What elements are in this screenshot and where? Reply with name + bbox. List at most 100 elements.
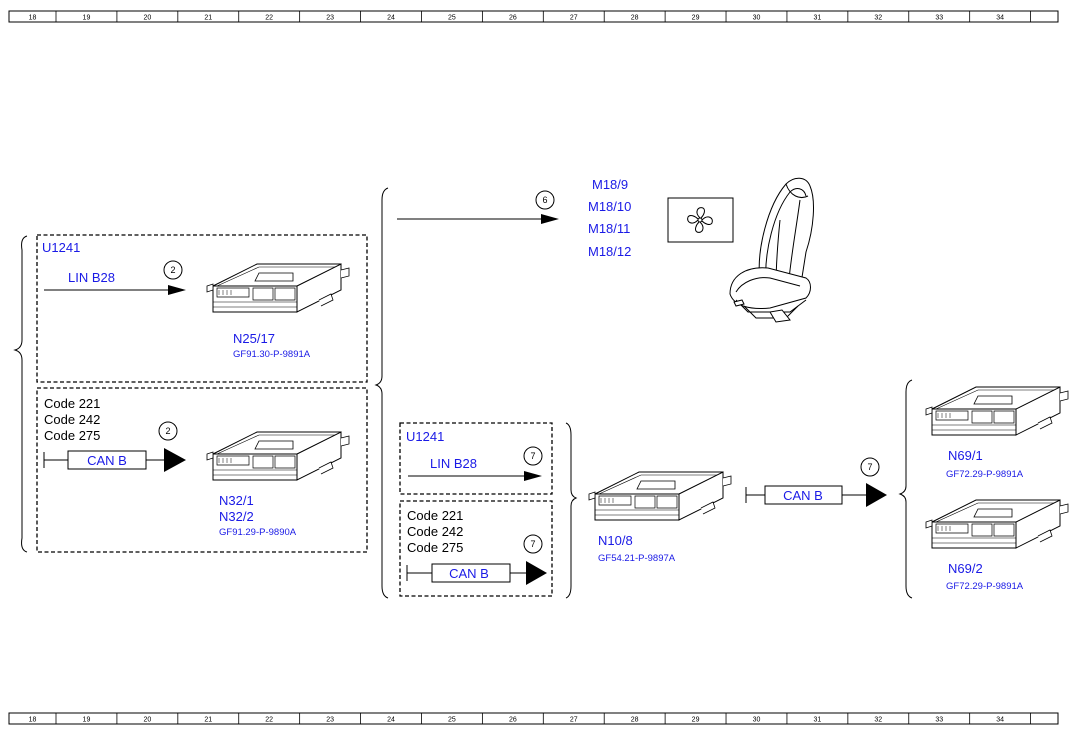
step-number: 2 bbox=[165, 426, 170, 436]
ruler-cell-label: 23 bbox=[326, 15, 334, 22]
module-ref: GF54.21-P-9897A bbox=[598, 553, 676, 564]
ruler-cell-label: 21 bbox=[204, 15, 212, 22]
left-group-brace bbox=[13, 235, 28, 553]
ruler-cell-label: 19 bbox=[83, 15, 91, 22]
right-module-1: N69/1 GF72.29-P-9891A bbox=[925, 386, 1069, 480]
ruler-cell-label: 34 bbox=[996, 15, 1004, 22]
module-id: N25/17 bbox=[233, 331, 275, 346]
middle-brace bbox=[374, 187, 389, 599]
bus-label: CAN B bbox=[87, 453, 127, 468]
module-ref: GF91.30-P-9891A bbox=[233, 349, 311, 360]
module-id: N32/2 bbox=[219, 509, 254, 524]
ruler-cell-label: 29 bbox=[692, 15, 700, 22]
seat-motor-label: M18/11 bbox=[588, 221, 630, 236]
ruler-cell-label: 18 bbox=[29, 717, 37, 724]
middle-right-brace bbox=[565, 422, 578, 599]
ruler-cell-label: 30 bbox=[753, 15, 761, 22]
ruler-cell-label: 27 bbox=[570, 15, 578, 22]
lin-module-box: U1241 LIN B28 2 N25/17 GF91.30-P-9891A bbox=[36, 234, 368, 383]
ruler-cell-label: 25 bbox=[448, 15, 456, 22]
module-id: N69/2 bbox=[948, 561, 983, 576]
bus-box bbox=[67, 450, 147, 470]
ruler-cell-label: 31 bbox=[813, 15, 821, 22]
seat-link: 6 bbox=[397, 190, 559, 224]
ruler-cell-label: 27 bbox=[570, 717, 578, 724]
control-module-icon bbox=[206, 431, 350, 481]
box-title: U1241 bbox=[406, 429, 444, 444]
center-module: N10/8 GF54.21-P-9897A bbox=[588, 471, 732, 564]
ruler-cell-label: 29 bbox=[692, 717, 700, 724]
module-ref: GF72.29-P-9891A bbox=[946, 581, 1024, 592]
ruler-cell-label: 32 bbox=[874, 15, 882, 22]
module-id: N32/1 bbox=[219, 493, 254, 508]
ruler-cell-label: 21 bbox=[204, 717, 212, 724]
bus-label: CAN B bbox=[783, 488, 823, 503]
arrow-head-icon bbox=[524, 471, 542, 481]
step-circle bbox=[523, 534, 543, 554]
ruler-cell-label: 32 bbox=[874, 717, 882, 724]
fan-icon bbox=[667, 197, 734, 243]
code-label: Code 221 bbox=[407, 508, 463, 523]
right-can-link: CAN B 7 bbox=[745, 457, 887, 507]
control-module-icon bbox=[925, 386, 1069, 436]
ruler-cell-label: 33 bbox=[935, 15, 943, 22]
arrow-head-icon bbox=[168, 285, 186, 295]
step-circle bbox=[158, 421, 178, 441]
arrow-head-icon bbox=[541, 214, 559, 224]
step-circle bbox=[163, 260, 183, 280]
code-label: Code 221 bbox=[44, 396, 100, 411]
bus-label: LIN B28 bbox=[430, 456, 477, 471]
seat-motor-label: M18/12 bbox=[588, 244, 631, 259]
ruler-cell-label: 28 bbox=[631, 15, 639, 22]
can-module-box: Code 221 Code 242 Code 275 CAN B 2 N32/1… bbox=[36, 387, 368, 553]
module-id: N69/1 bbox=[948, 448, 983, 463]
ruler-cell-label: 24 bbox=[387, 717, 395, 724]
code-label: Code 242 bbox=[44, 412, 100, 427]
ruler-cell-label: 25 bbox=[448, 717, 456, 724]
step-number: 7 bbox=[530, 451, 535, 461]
control-module-icon bbox=[588, 471, 732, 521]
module-ref: GF72.29-P-9891A bbox=[946, 469, 1024, 480]
ruler-cell-label: 28 bbox=[631, 717, 639, 724]
step-circle bbox=[535, 190, 555, 210]
bus-label: LIN B28 bbox=[68, 270, 115, 285]
bus-label: CAN B bbox=[449, 566, 489, 581]
step-number: 2 bbox=[170, 265, 175, 275]
ruler-cell-label: 26 bbox=[509, 15, 517, 22]
right-group-brace bbox=[898, 379, 913, 599]
step-circle bbox=[860, 457, 880, 477]
top-ruler: 18 19 20 21 22 23 24 25 26 27 28 29 30 31 32 33 34 bbox=[8, 10, 1059, 23]
step-number: 7 bbox=[530, 539, 535, 549]
code-label: Code 242 bbox=[407, 524, 463, 539]
ruler-cell-label: 22 bbox=[265, 717, 273, 724]
ruler-cell-label: 19 bbox=[83, 717, 91, 724]
seat-motor-label: M18/9 bbox=[592, 177, 628, 192]
middle-can-box: Code 221 Code 242 Code 275 CAN B 7 bbox=[399, 500, 553, 597]
ruler-cell-label: 31 bbox=[813, 717, 821, 724]
module-ref: GF91.29-P-9890A bbox=[219, 527, 297, 538]
step-circle bbox=[523, 446, 543, 466]
ruler-cell-label: 34 bbox=[996, 717, 1004, 724]
ruler-cell-label: 22 bbox=[265, 15, 273, 22]
ruler-cell-label: 20 bbox=[143, 15, 151, 22]
arrow-head-icon bbox=[866, 483, 887, 507]
code-label: Code 275 bbox=[407, 540, 463, 555]
ruler-cell-label: 20 bbox=[143, 717, 151, 724]
seat-icon bbox=[729, 177, 814, 323]
ruler-cell-label: 24 bbox=[387, 15, 395, 22]
ruler-cell-label: 23 bbox=[326, 717, 334, 724]
ruler-cell-label: 26 bbox=[509, 717, 517, 724]
step-number: 7 bbox=[867, 462, 872, 472]
control-module-icon bbox=[206, 263, 350, 313]
right-module-2: N69/2 GF72.29-P-9891A bbox=[925, 499, 1069, 592]
box-title: U1241 bbox=[42, 240, 80, 255]
code-label: Code 275 bbox=[44, 428, 100, 443]
control-module-icon bbox=[925, 499, 1069, 549]
step-number: 6 bbox=[542, 195, 547, 205]
middle-lin-box: U1241 LIN B28 7 bbox=[399, 422, 553, 495]
seat-motor-label: M18/10 bbox=[588, 199, 631, 214]
arrow-head-icon bbox=[526, 561, 547, 585]
ruler-cell-label: 18 bbox=[29, 15, 37, 22]
